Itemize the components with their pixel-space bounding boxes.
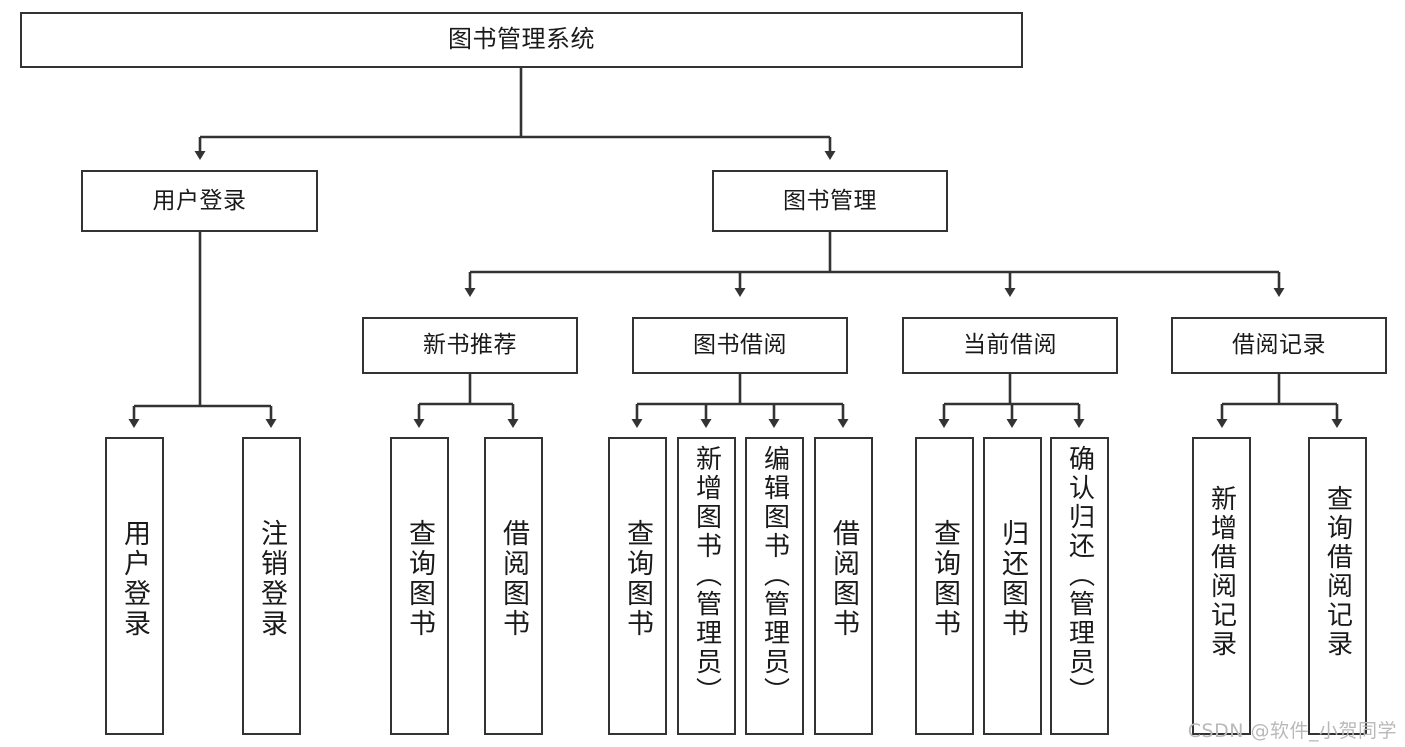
node-leaf-logout-login-label: 注销登录 — [256, 519, 287, 639]
node-root-label: 图书管理系统 — [448, 25, 595, 54]
node-leaf-borrow-book[interactable]: 借阅图书 — [814, 437, 873, 735]
node-book-management[interactable]: 图书管理 — [712, 170, 948, 232]
node-leaf-add-borrow-record-label: 新增借阅记录 — [1206, 485, 1237, 659]
node-leaf-query-book-borrow-label: 查询图书 — [622, 519, 653, 639]
node-leaf-return-book-label: 归还图书 — [997, 519, 1028, 639]
node-book-borrow[interactable]: 图书借阅 — [632, 317, 848, 374]
node-leaf-confirm-return-admin[interactable]: 确认归还（管理员） — [1050, 437, 1109, 735]
node-leaf-add-book-admin-label: 新增图书（管理员） — [691, 445, 722, 706]
node-borrow-record-label: 借阅记录 — [1232, 332, 1326, 359]
node-leaf-query-book-current[interactable]: 查询图书 — [915, 437, 974, 735]
node-leaf-edit-book-admin[interactable]: 编辑图书（管理员） — [745, 437, 804, 735]
node-leaf-user-login[interactable]: 用户登录 — [105, 437, 164, 735]
node-leaf-query-book-recommend[interactable]: 查询图书 — [390, 437, 449, 735]
node-new-book-recommend-label: 新书推荐 — [423, 332, 517, 359]
node-leaf-query-borrow-record-label: 查询借阅记录 — [1322, 485, 1353, 659]
node-leaf-query-book-recommend-label: 查询图书 — [404, 519, 435, 639]
node-leaf-edit-book-admin-label: 编辑图书（管理员） — [759, 445, 790, 706]
node-leaf-borrow-book-label: 借阅图书 — [828, 519, 859, 639]
node-new-book-recommend[interactable]: 新书推荐 — [362, 317, 578, 374]
node-leaf-user-login-label: 用户登录 — [119, 519, 150, 639]
watermark: CSDN @软件_小贺同学 — [1187, 720, 1397, 742]
node-current-borrow-label: 当前借阅 — [963, 332, 1057, 359]
node-leaf-borrow-book-recommend[interactable]: 借阅图书 — [484, 437, 543, 735]
node-user-login[interactable]: 用户登录 — [81, 170, 318, 232]
node-leaf-add-borrow-record[interactable]: 新增借阅记录 — [1192, 437, 1251, 735]
node-leaf-query-book-borrow[interactable]: 查询图书 — [608, 437, 667, 735]
node-current-borrow[interactable]: 当前借阅 — [902, 317, 1118, 374]
node-root[interactable]: 图书管理系统 — [20, 12, 1023, 68]
node-leaf-add-book-admin[interactable]: 新增图书（管理员） — [677, 437, 736, 735]
node-leaf-query-book-current-label: 查询图书 — [929, 519, 960, 639]
node-borrow-record[interactable]: 借阅记录 — [1171, 317, 1387, 374]
node-leaf-borrow-book-recommend-label: 借阅图书 — [498, 519, 529, 639]
node-book-borrow-label: 图书借阅 — [693, 332, 787, 359]
node-leaf-query-borrow-record[interactable]: 查询借阅记录 — [1308, 437, 1367, 735]
node-leaf-confirm-return-admin-label: 确认归还（管理员） — [1064, 445, 1095, 706]
node-leaf-return-book[interactable]: 归还图书 — [983, 437, 1042, 735]
node-leaf-logout-login[interactable]: 注销登录 — [242, 437, 301, 735]
node-book-management-label: 图书管理 — [783, 187, 877, 214]
node-user-login-label: 用户登录 — [152, 187, 247, 214]
